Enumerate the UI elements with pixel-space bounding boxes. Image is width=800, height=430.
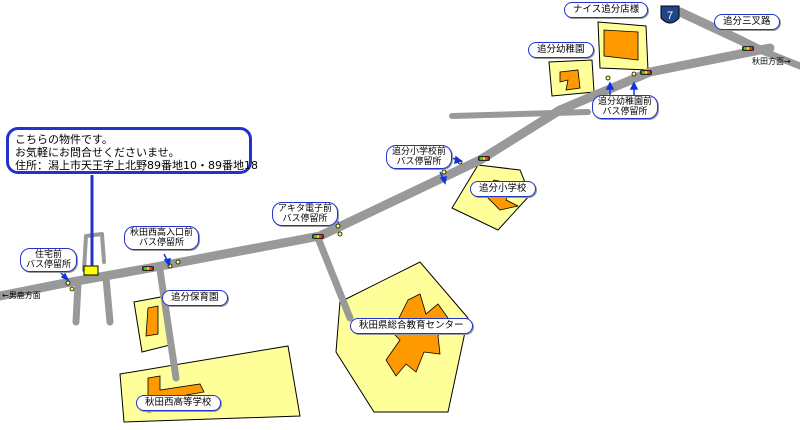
- bus-stop-subtitle: バス停留所: [396, 157, 442, 167]
- bus-stop-marker: [605, 75, 611, 81]
- oiwake-sanmata-label: 追分三叉路: [714, 14, 780, 30]
- direction-west: ←男鹿方面: [2, 291, 41, 300]
- bus-stop-marker: [441, 169, 447, 175]
- bus-stop-marker: [337, 231, 343, 237]
- callout-line-2: お気軽にお問合せくださいませ。: [15, 146, 180, 159]
- bus-stop-akita-denshi-mae: アキタ電子前 バス停留所: [272, 202, 339, 226]
- road-side-b: [102, 274, 114, 326]
- road-to-high-school: [156, 266, 180, 382]
- road-to-kindergarten: [449, 109, 591, 119]
- bus-stop-marker: [65, 280, 71, 286]
- nishi-high-school-label: 秋田西高等学校: [136, 395, 221, 411]
- bus-stop-name: 秋田西高入口前: [130, 228, 194, 238]
- bus-stop-jutaku-mae: 住宅前 バス停留所: [20, 248, 78, 272]
- bus-stop-subtitle: バス停留所: [282, 214, 328, 224]
- bus-stop-name: アキタ電子前: [278, 204, 333, 214]
- bus-stop-subtitle: バス停留所: [602, 107, 648, 117]
- route-7-shield: 7: [660, 5, 680, 24]
- oiwake-elementary-label: 追分小学校: [470, 181, 536, 197]
- road-side-a: [72, 280, 82, 326]
- nice-store-building: [603, 29, 639, 61]
- education-center-label: 秋田県総合教育センター: [350, 318, 473, 334]
- bus-stop-marker: [631, 71, 637, 77]
- road-to-education-center: [314, 234, 354, 322]
- kindergarten-building: [559, 69, 581, 91]
- bus-stop-subtitle: バス停留所: [26, 260, 72, 270]
- traffic-signals: [142, 46, 754, 271]
- road-east: [756, 46, 800, 70]
- bus-stop-marker: [175, 259, 181, 265]
- roads: [0, 7, 800, 382]
- education-center-building: [385, 293, 449, 377]
- arrow-icon: [605, 81, 615, 96]
- bus-stop-elementary-mae: 追分小学校前 バス停留所: [386, 145, 453, 169]
- callout-line-1: こちらの物件です。: [15, 133, 113, 146]
- bus-stop-marker: [69, 286, 75, 292]
- bus-stop-kindergarten-mae: 追分幼稚園前 バス停留所: [592, 95, 659, 119]
- traffic-signal: [478, 156, 490, 161]
- road-loop: [82, 232, 106, 272]
- traffic-signal: [742, 46, 754, 51]
- property-marker: [83, 265, 99, 276]
- arrow-icon: [163, 253, 171, 267]
- traffic-signal: [312, 234, 324, 239]
- bus-stop-name: 追分幼稚園前: [598, 97, 653, 107]
- arrow-icon: [629, 81, 639, 96]
- arrow-icon: [439, 171, 447, 185]
- property-callout: こちらの物件です。 お気軽にお問合せくださいませ。 住所：潟上市天王字上北野89…: [6, 127, 258, 174]
- nice-store-label: ナイス追分店様: [564, 2, 649, 18]
- oiwake-nursery-label: 追分保育園: [162, 290, 228, 306]
- bus-stop-marker: [335, 223, 341, 229]
- bus-stop-name: 追分小学校前: [392, 147, 447, 157]
- main-road: [0, 43, 775, 301]
- bus-stop-name: 住宅前: [35, 250, 63, 260]
- callout-line-3: 住所：潟上市天王字上北野89番地10・89番地18: [15, 159, 258, 172]
- traffic-signal: [640, 70, 652, 75]
- nursery-building: [145, 305, 159, 337]
- oiwake-kindergarten-label: 追分幼稚園: [528, 42, 594, 58]
- traffic-signal: [142, 266, 154, 271]
- arrow-icon: [451, 155, 463, 165]
- bus-stop-markers: [65, 71, 637, 292]
- route-7-number: 7: [667, 10, 673, 22]
- bus-stop-subtitle: バス停留所: [139, 238, 185, 248]
- direction-east: 秋田方面→: [752, 57, 791, 66]
- bus-stop-nishi-iriguchi-mae: 秋田西高入口前 バス停留所: [124, 226, 200, 250]
